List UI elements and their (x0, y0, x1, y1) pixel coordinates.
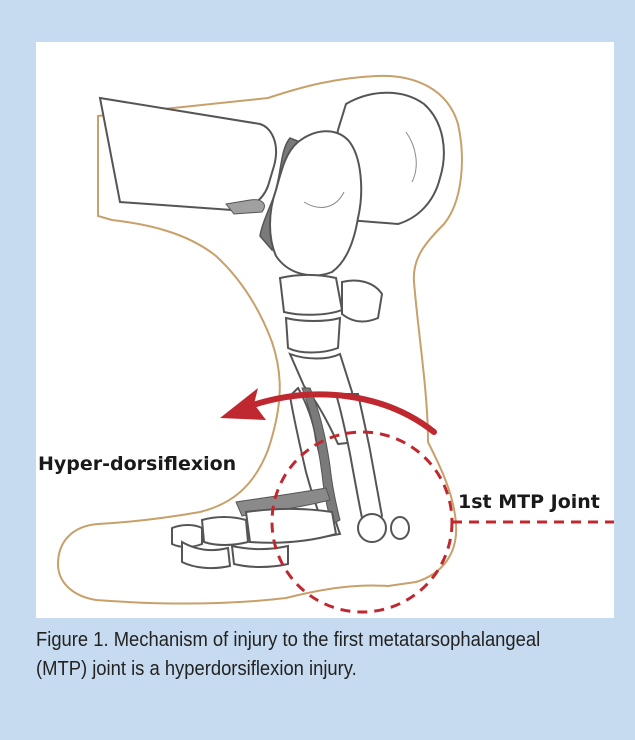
proximal-phalanx (246, 509, 336, 543)
navicular-bone (280, 275, 342, 315)
cuneiform-bone (286, 318, 340, 353)
hyperdorsiflexion-label: Hyper-dorsiflexion (38, 453, 236, 475)
sesamoid-bone (391, 517, 409, 539)
figure-caption: Figure 1. Mechanism of injury to the fir… (36, 626, 551, 684)
metatarsal-head (358, 514, 386, 542)
figure-image-panel: Hyper-dorsiflexion 1st MTP Joint (36, 42, 614, 618)
cuboid-bone (342, 281, 382, 322)
middle-phalanx (202, 517, 248, 545)
first-mtp-joint-label: 1st MTP Joint (458, 491, 600, 513)
foot-illustration: Hyper-dorsiflexion 1st MTP Joint (36, 42, 614, 618)
